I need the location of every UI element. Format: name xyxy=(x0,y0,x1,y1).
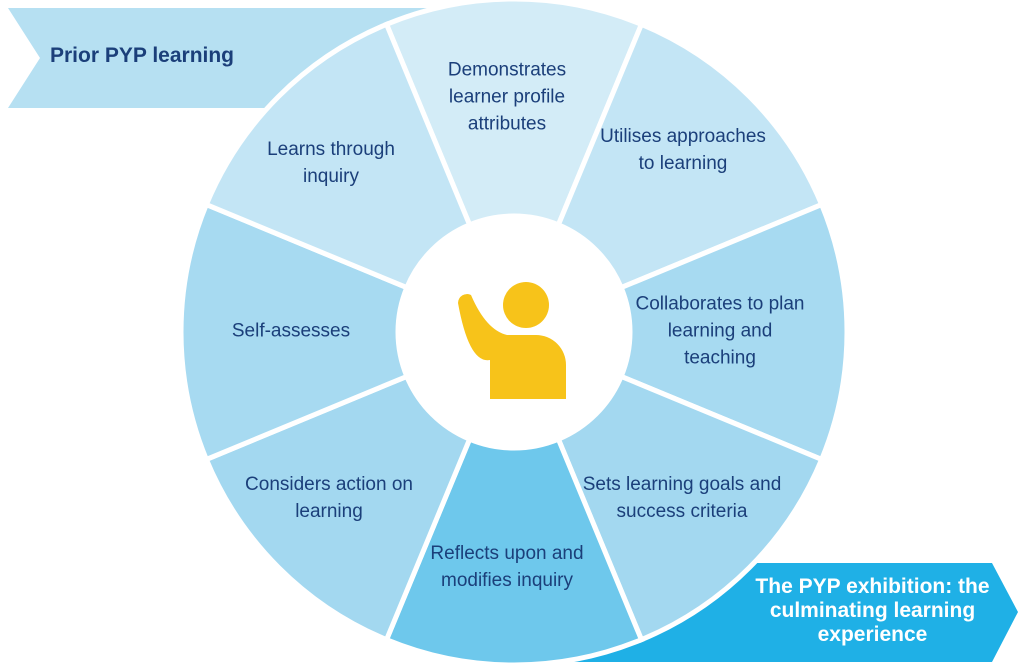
segment-label-sets-goals: Sets learning goals and success criteria xyxy=(582,474,782,522)
segment-label-utilises: Utilises approaches to learning xyxy=(600,126,766,174)
segment-label-collaborates: Collaborates to plan learning and teachi… xyxy=(635,293,805,369)
segment-label-considers-action: Considers action on learning xyxy=(245,474,413,522)
learner-raised-hand-icon xyxy=(458,282,566,399)
pyp-exhibition-label: The PYP exhibition: the culminating lear… xyxy=(755,575,990,646)
prior-pyp-learning-label: Prior PYP learning xyxy=(50,44,235,67)
segment-label-self-assesses: Self-assesses xyxy=(231,320,351,342)
center-circle xyxy=(396,214,632,450)
wheel-segments xyxy=(178,0,850,668)
segment-label-demonstrates: Demonstrates learner profile attributes xyxy=(447,59,567,135)
segment-label-reflects: Reflects upon and modifies inquiry xyxy=(430,543,584,591)
segment-label-learns-inquiry: Learns through inquiry xyxy=(267,139,395,187)
